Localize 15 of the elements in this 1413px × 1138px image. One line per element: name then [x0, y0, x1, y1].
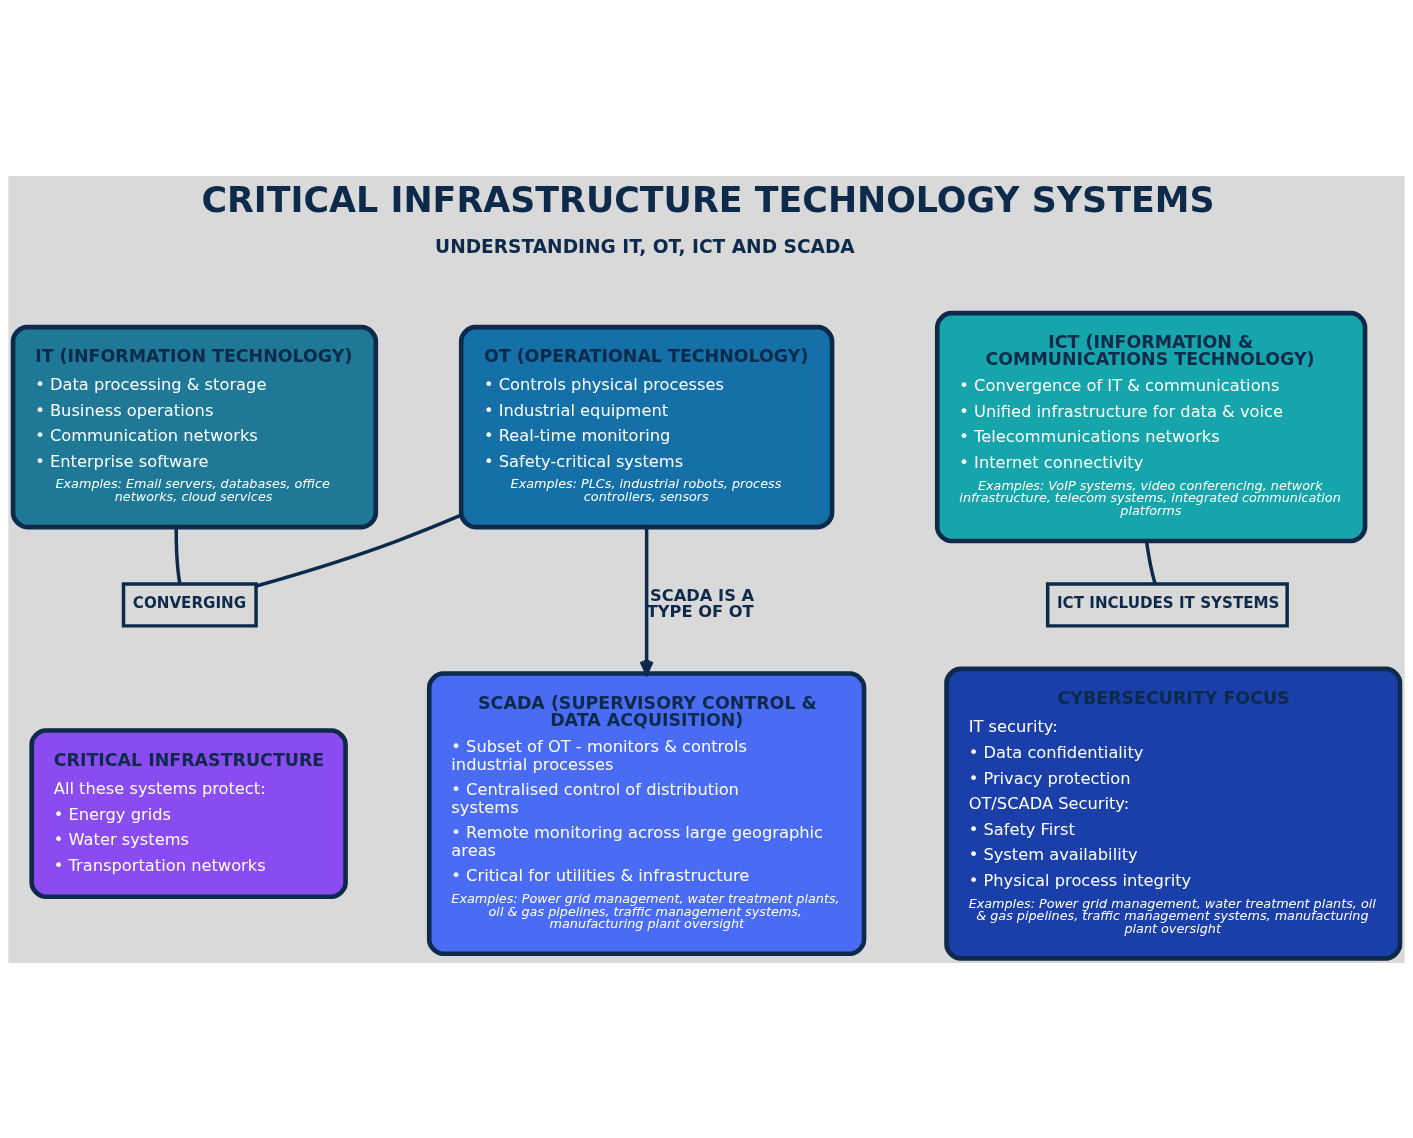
connector: [174, 526, 182, 584]
node-box: CRITICAL INFRASTRUCTURE All these systems protect: • Energy grids • Water systems • Transportation networks: [29, 727, 348, 899]
connector: [255, 513, 462, 588]
diagram-title: CRITICAL INFRASTRUCTURE TECHNOLOGY SYSTEMS: [201, 179, 1215, 220]
node-box: ICT (INFORMATION & COMMUNICATIONS TECHNOLOGY) • Convergence of IT & communications • Unified infrastructure for data & voice • Telecommunications networks • Internet connectivity Examples: VoIP systems, video conferencing, network infrastructure, telecom systems, integrated communication platforms: [934, 310, 1368, 543]
connector: [1144, 540, 1157, 584]
node-box: ICT INCLUDES IT SYSTEMS: [1045, 581, 1289, 628]
node-box: IT (INFORMATION TECHNOLOGY) • Data processing & storage • Business operations • Communication networks • Enterprise software Examples: Email servers, databases, office networks, cloud services: [10, 324, 379, 529]
edge-label: SCADA IS A TYPE OF OT: [646, 585, 755, 621]
node-box: OT (OPERATIONAL TECHNOLOGY) • Controls physical processes • Industrial equipment • Real-time monitoring • Safety-critical systems Examples: PLCs, industrial robots, process controllers, sensors: [458, 324, 835, 529]
label: UNDERSTANDING IT, OT, ICT AND SCADA: [435, 234, 855, 256]
node-box: CONVERGING: [121, 581, 258, 628]
node-box: CYBERSECURITY FOCUS IT security: • Data confidentiality • Privacy protection OT/SCADA Security: • Safety First • System availability • Physical process integrity Examples: Power grid management, water treatment plants, oil & gas pipelines, traffic management systems, manufacturing plant oversight: [944, 666, 1403, 961]
node-box: SCADA (SUPERVISORY CONTROL & DATA ACQUISITION) • Subset of OT - monitors & controls industrial processes • Centralised control of distribution systems • Remote monitoring across large geographic areas • Critical for utilities & infrastructure Examples: Power grid management, water treatment plants, oil & gas pipelines, traffic management systems, manufacturing plant oversight: [426, 670, 867, 956]
arrow: [639, 526, 654, 675]
